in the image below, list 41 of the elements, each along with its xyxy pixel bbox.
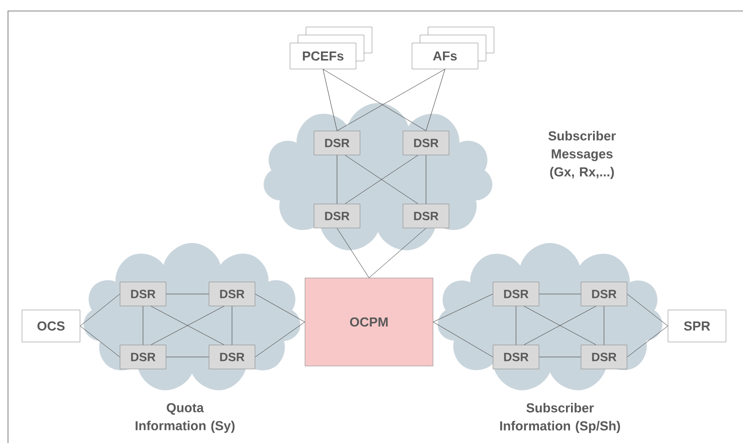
router-box: DSR bbox=[208, 344, 256, 370]
connector bbox=[142, 306, 144, 346]
connector bbox=[432, 294, 494, 322]
connector bbox=[166, 356, 210, 358]
router-box: DSR bbox=[580, 282, 628, 306]
router-box: DSR bbox=[580, 344, 628, 370]
stacked-box: AFs bbox=[412, 26, 494, 70]
router-box: DSR bbox=[120, 282, 166, 306]
connector bbox=[254, 294, 306, 322]
system-box: OCS bbox=[22, 310, 80, 342]
router-box: DSR bbox=[314, 204, 360, 228]
connector bbox=[336, 154, 338, 204]
cross-connector bbox=[344, 154, 418, 204]
network-label: Subscriber Information (Sp/Sh) bbox=[500, 402, 620, 434]
connector bbox=[80, 294, 120, 326]
connector bbox=[322, 68, 338, 132]
connector bbox=[432, 322, 494, 358]
connector bbox=[538, 356, 582, 358]
connector bbox=[322, 68, 426, 132]
system-box: SPR bbox=[668, 310, 726, 342]
router-box: DSR bbox=[402, 130, 450, 156]
network-label: Subscriber Messages (Gx, Rx,...) bbox=[548, 130, 616, 180]
cross-connector bbox=[150, 306, 224, 346]
connector bbox=[336, 68, 446, 132]
connector bbox=[426, 68, 446, 132]
router-box: DSR bbox=[314, 130, 360, 156]
connector bbox=[336, 228, 370, 278]
connector bbox=[80, 326, 120, 358]
connector bbox=[626, 294, 668, 326]
connector bbox=[254, 322, 306, 358]
router-box: DSR bbox=[402, 204, 450, 228]
router-box: DSR bbox=[492, 344, 540, 370]
router-box: DSR bbox=[492, 282, 540, 306]
cross-connector bbox=[524, 306, 596, 346]
router-box: DSR bbox=[208, 282, 256, 306]
network-label: Quota Information (Sy) bbox=[136, 403, 235, 433]
stacked-box: PCEFs bbox=[290, 26, 372, 70]
connector bbox=[626, 326, 668, 358]
process-box: OCPM bbox=[304, 278, 434, 366]
connector bbox=[368, 228, 426, 278]
router-box: DSR bbox=[120, 344, 166, 370]
